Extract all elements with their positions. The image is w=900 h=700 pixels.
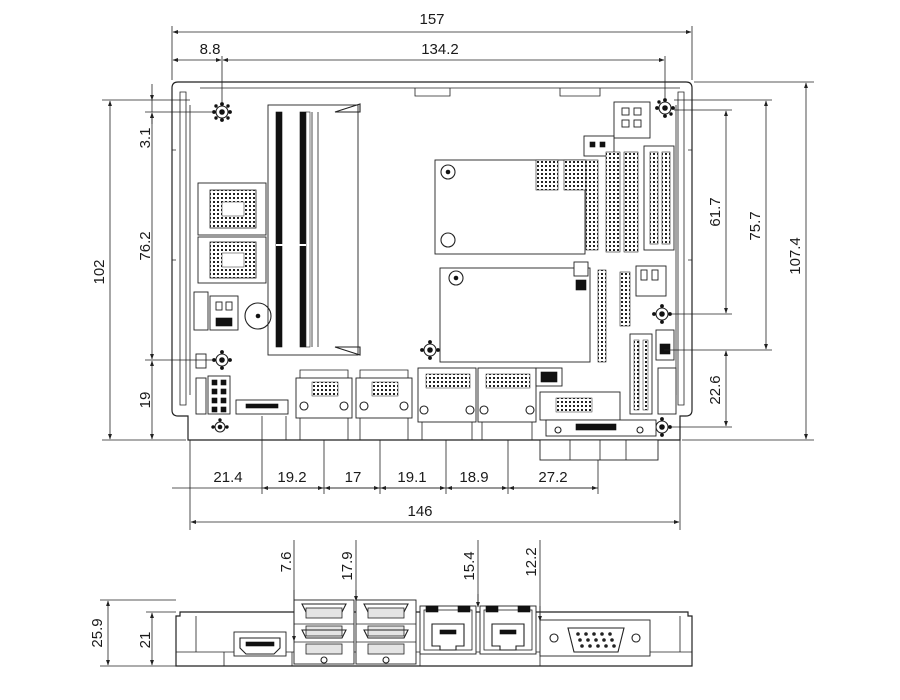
dim-width-134-2: 134.2 [221, 41, 666, 102]
coin-battery [244, 302, 272, 330]
hdmi-top-outline [235, 399, 289, 440]
dim-label-18-9: 18.9 [459, 469, 488, 486]
dim-label-12-2: 12.2 [523, 547, 540, 576]
dim-height-61-7: 61.7 [672, 109, 732, 315]
dim-side-21: 21 [137, 611, 176, 666]
dim-label-25-9: 25.9 [89, 618, 106, 647]
mini-pcie-upper [434, 159, 587, 255]
left-small-connector [193, 291, 239, 331]
dim-label-19-1: 19.1 [397, 469, 426, 486]
mount-hole-mid-left [212, 350, 232, 370]
dim-height-75-7: 75.7 [664, 99, 772, 351]
dim-label-21-4: 21.4 [213, 469, 242, 486]
dim-label-8-8: 8.8 [200, 41, 221, 58]
dim-label-61-7: 61.7 [707, 197, 724, 226]
dim-label-3-1: 3.1 [137, 128, 154, 149]
lan-top-right [477, 367, 537, 440]
mini-pcie-lower [439, 267, 591, 363]
left-chip-lower [197, 236, 267, 284]
dim-label-146: 146 [407, 503, 432, 520]
dim-label-27-2: 27.2 [538, 469, 567, 486]
dim-offset-19: 19 [137, 360, 154, 440]
top-view: 157 134.2 8.8 102 3.1 [91, 11, 814, 530]
dim-label-76-2: 76.2 [137, 231, 154, 260]
usb-stack-right [355, 599, 417, 665]
dim-offset-22-6: 22.6 [672, 350, 732, 428]
dim-label-75-7: 75.7 [747, 211, 764, 240]
mount-hole-center [420, 340, 440, 360]
dim-label-102: 102 [91, 259, 108, 284]
dim-width-157: 157 [171, 11, 693, 80]
dim-side-12-2: 12.2 [523, 540, 542, 622]
mounting-holes [211, 98, 675, 437]
dim-label-15-4: 15.4 [461, 551, 478, 580]
dim-label-7-6: 7.6 [278, 552, 295, 573]
dim-label-22-6: 22.6 [707, 375, 724, 404]
dim-label-19-2: 19.2 [277, 469, 306, 486]
vga-top-outline [535, 367, 659, 461]
usb-top-right [355, 369, 413, 440]
mount-hole-top-left [212, 102, 232, 122]
dim-bottom-chain: 21.4 19.2 17 19.1 18.9 27.2 [172, 440, 599, 494]
dim-label-19: 19 [137, 392, 154, 409]
dim-height-102: 102 [91, 99, 190, 441]
dim-label-17-9: 17.9 [339, 551, 356, 580]
side-view: 25.9 21 7.6 17.9 15.4 12.2 [89, 540, 693, 667]
sodimm-slot [267, 103, 361, 356]
hdmi-port [233, 631, 287, 657]
dim-label-17: 17 [345, 469, 362, 486]
lan-port-left [419, 605, 477, 655]
usb-top-left [295, 369, 353, 440]
dim-label-157: 157 [419, 11, 444, 28]
mount-hole-bottom-left [211, 418, 229, 433]
dim-label-21: 21 [137, 632, 154, 649]
vga-port [539, 619, 651, 657]
dim-height-76-2: 76.2 [137, 112, 212, 361]
mount-hole-top-right [655, 98, 675, 118]
dim-label-134-2: 134.2 [421, 41, 459, 58]
right-connector-cluster [573, 101, 677, 415]
dim-width-146: 146 [189, 440, 681, 530]
dim-label-107-4: 107.4 [787, 237, 804, 275]
usb-stack-left [293, 599, 355, 665]
dim-side-7-6: 7.6 [278, 540, 296, 642]
left-chip-upper [197, 182, 267, 236]
dim-height-107-4: 107.4 [682, 81, 814, 441]
dim-side-15-4: 15.4 [461, 540, 480, 608]
lan-port-right [479, 605, 537, 655]
dim-offset-8-8: 8.8 [172, 41, 222, 62]
dim-side-25-9: 25.9 [89, 599, 176, 667]
mount-hole-mid-right [652, 304, 672, 324]
dim-side-17-9: 17.9 [339, 540, 358, 602]
left-header-pins [195, 353, 231, 415]
lan-top-left [417, 367, 477, 440]
